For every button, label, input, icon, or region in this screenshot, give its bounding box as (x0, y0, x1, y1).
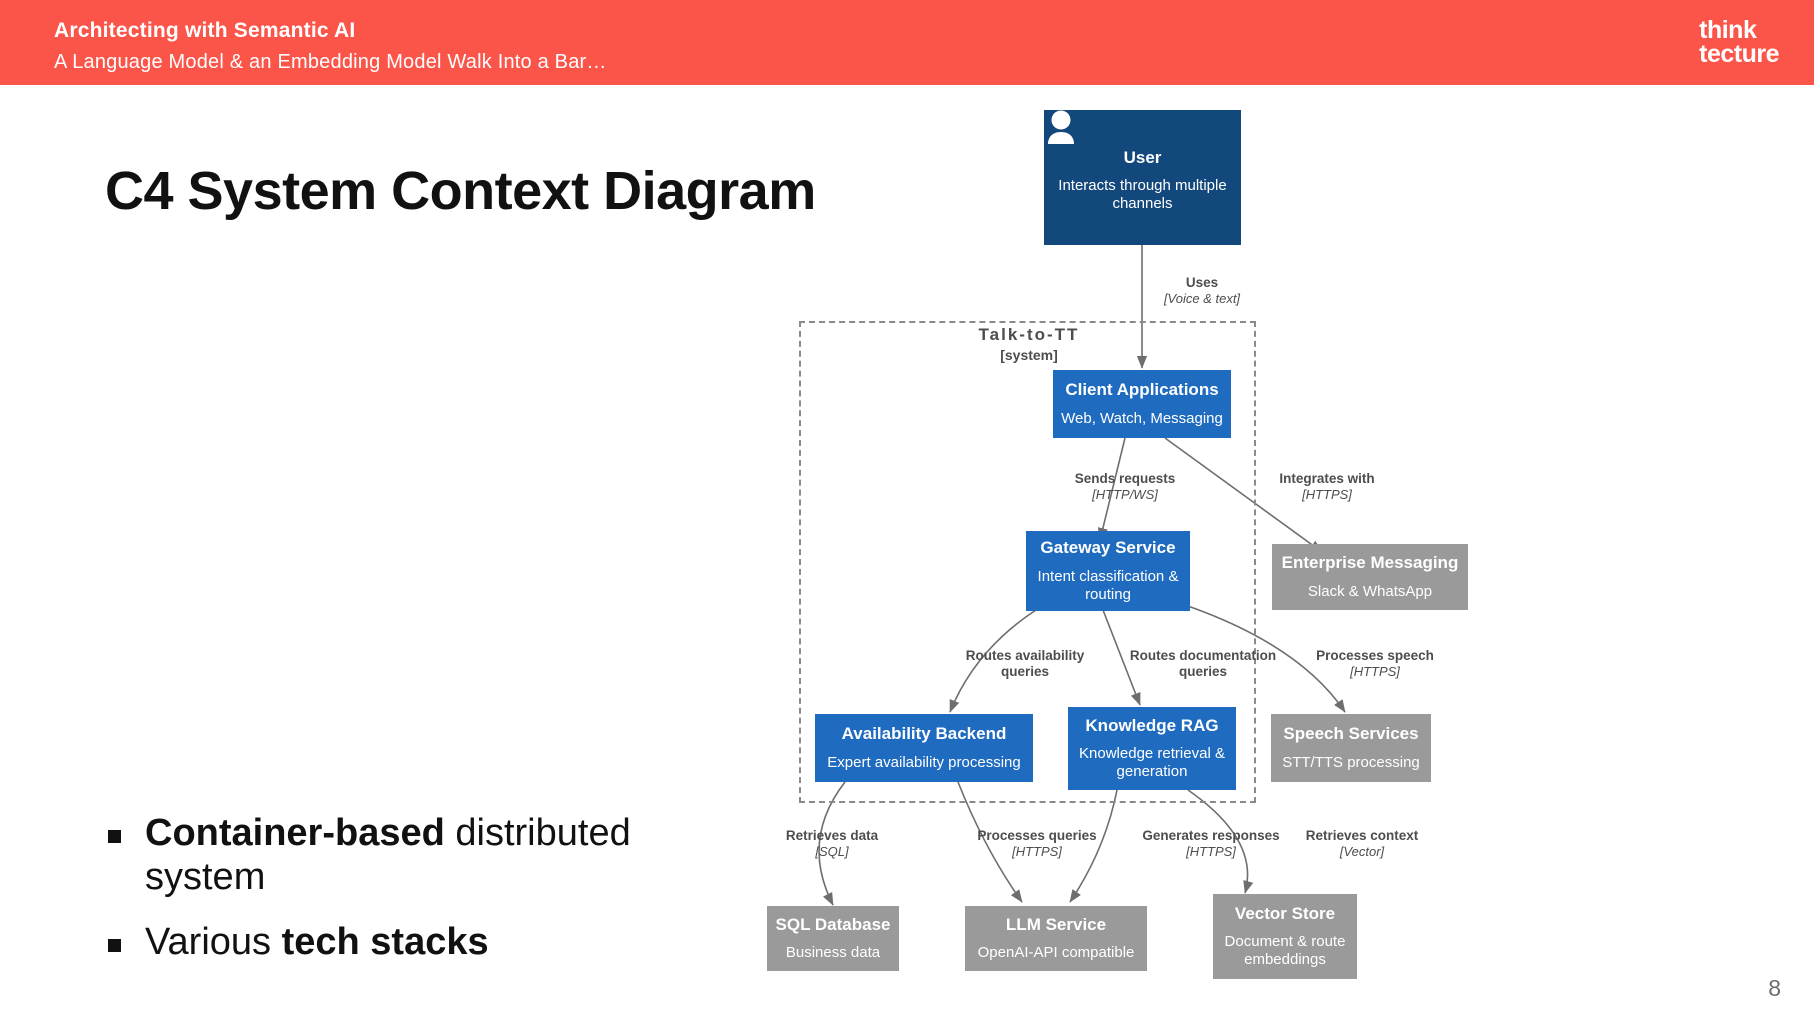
node-enterprise-messaging[interactable]: Enterprise Messaging Slack & WhatsApp (1272, 544, 1468, 610)
node-description: Expert availability processing (827, 753, 1021, 771)
arrow-processes-speech (1184, 604, 1346, 713)
header-subtitle: A Language Model & an Embedding Model Wa… (54, 51, 607, 73)
edge-label-uses: Uses [Voice & text] (1122, 275, 1282, 307)
header-title: Architecting with Semantic AI (54, 19, 356, 42)
edge-description: Retrieves context (1305, 828, 1419, 843)
arrow-processes-queries (957, 781, 1023, 903)
edge-description: Routes documentation queries (1129, 648, 1277, 680)
list-item: Various tech stacks (108, 921, 728, 965)
edge-description: Uses (1185, 275, 1219, 290)
node-description: OpenAI-API compatible (977, 944, 1135, 962)
node-title: Vector Store (1234, 903, 1336, 923)
edge-technology: [HTTP/WS] (1092, 487, 1158, 503)
node-title: Knowledge RAG (1085, 715, 1219, 735)
node-availability-backend[interactable]: Availability Backend Expert availability… (815, 714, 1033, 782)
edge-description: Processes speech (1316, 648, 1434, 663)
node-description: Slack & WhatsApp (1307, 582, 1433, 600)
system-boundary-talk-to-tt (799, 321, 1256, 803)
logo-line-think: think (1699, 16, 1757, 44)
node-speech-services[interactable]: Speech Services STT/TTS processing (1271, 714, 1431, 782)
edge-description: Integrates with (1279, 471, 1375, 486)
node-title: SQL Database (775, 914, 891, 934)
node-title: Enterprise Messaging (1281, 553, 1459, 573)
node-sql-database[interactable]: SQL Database Business data (767, 906, 899, 971)
edge-technology: [Vector] (1339, 844, 1385, 860)
arrow-routes-documentation-queries (1102, 609, 1141, 706)
node-title: User (1123, 147, 1162, 167)
edge-label-retrieves-data: Retrieves data [SQL] (752, 828, 912, 860)
bullet-strong-text: tech stacks (281, 921, 489, 964)
edge-technology: [Voice & text] (1163, 291, 1241, 307)
edge-description: Processes queries (977, 828, 1097, 843)
page-number: 8 (1768, 975, 1781, 1001)
arrow-retrieves-context (1187, 789, 1254, 894)
edge-description: Retrieves data (785, 828, 879, 843)
edge-label-routes-availability-queries: Routes availability queries (940, 648, 1110, 680)
slide-header-bar: Architecting with Semantic AI A Language… (0, 0, 1814, 85)
node-description: Knowledge retrieval & generation (1079, 745, 1225, 781)
edge-description: Routes availability queries (965, 648, 1085, 680)
node-gateway-service[interactable]: Gateway Service Intent classification & … (1026, 531, 1190, 611)
bullet-lead-text: Various (145, 921, 282, 964)
bullet-list: Container-based distributed system Vario… (108, 812, 728, 987)
bullet-square-icon (108, 830, 121, 843)
page-title: C4 System Context Diagram (105, 161, 816, 221)
node-description: STT/TTS processing (1282, 753, 1420, 771)
node-description: Intent classification & routing (1037, 567, 1179, 603)
arrow-generates-responses (1069, 789, 1118, 903)
node-client-applications[interactable]: Client Applications Web, Watch, Messagin… (1053, 370, 1231, 438)
edge-description: Sends requests (1074, 471, 1176, 486)
edge-technology: [HTTPS] (1302, 487, 1352, 503)
edge-label-integrates-with: Integrates with [HTTPS] (1237, 471, 1417, 503)
thinktecture-logo: think tecture (1699, 16, 1779, 68)
node-title: Availability Backend (841, 724, 1007, 744)
node-llm-service[interactable]: LLM Service OpenAI-API compatible (965, 906, 1147, 971)
node-description: Document & route embeddings (1224, 933, 1346, 969)
node-description: Web, Watch, Messaging (1061, 409, 1223, 427)
arrow-sends-requests (1097, 437, 1126, 541)
node-knowledge-rag[interactable]: Knowledge RAG Knowledge retrieval & gene… (1068, 707, 1236, 790)
edge-label-sends-requests: Sends requests [HTTP/WS] (1035, 471, 1215, 503)
list-item: Container-based distributed system (108, 812, 728, 899)
node-title: Speech Services (1283, 724, 1419, 744)
node-title: Client Applications (1065, 380, 1219, 400)
bullet-text: Various tech stacks (145, 921, 489, 965)
arrow-routes-availability-queries (949, 609, 1037, 713)
bullet-rest-text: distributed system (145, 812, 631, 898)
edge-technology: [HTTPS] (1350, 664, 1400, 680)
edge-label-processes-queries: Processes queries [HTTPS] (948, 828, 1126, 860)
edge-label-routes-documentation-queries: Routes documentation queries (1108, 648, 1298, 680)
node-vector-store[interactable]: Vector Store Document & route embeddings (1213, 894, 1357, 979)
arrow-retrieves-data (818, 781, 846, 906)
node-user[interactable]: User Interacts through multiple channels (1044, 110, 1241, 245)
edge-description: Generates responses (1142, 828, 1280, 843)
logo-line-tecture: tecture (1699, 40, 1779, 68)
node-description: Interacts through multiple channels (1058, 177, 1227, 213)
bullet-strong-text: Container-based (145, 812, 445, 854)
edge-label-generates-responses: Generates responses [HTTPS] (1112, 828, 1310, 860)
edge-label-processes-speech: Processes speech [HTTPS] (1285, 648, 1465, 680)
boundary-type: [system] (1000, 347, 1058, 363)
node-description: Business data (785, 944, 881, 962)
edge-label-retrieves-context: Retrieves context [Vector] (1272, 828, 1452, 860)
node-title: LLM Service (1005, 914, 1107, 934)
boundary-name: Talk-to-TT (978, 325, 1080, 344)
edge-technology: [HTTPS] (1186, 844, 1236, 860)
node-title: Gateway Service (1040, 538, 1176, 558)
bullet-text: Container-based distributed system (145, 812, 728, 899)
edge-technology: [HTTPS] (1012, 844, 1062, 860)
bullet-square-icon (108, 939, 121, 953)
edge-technology: [SQL] (815, 844, 849, 860)
system-boundary-label: Talk-to-TT [system] (899, 325, 1159, 363)
arrow-integrates-with (1164, 437, 1323, 553)
